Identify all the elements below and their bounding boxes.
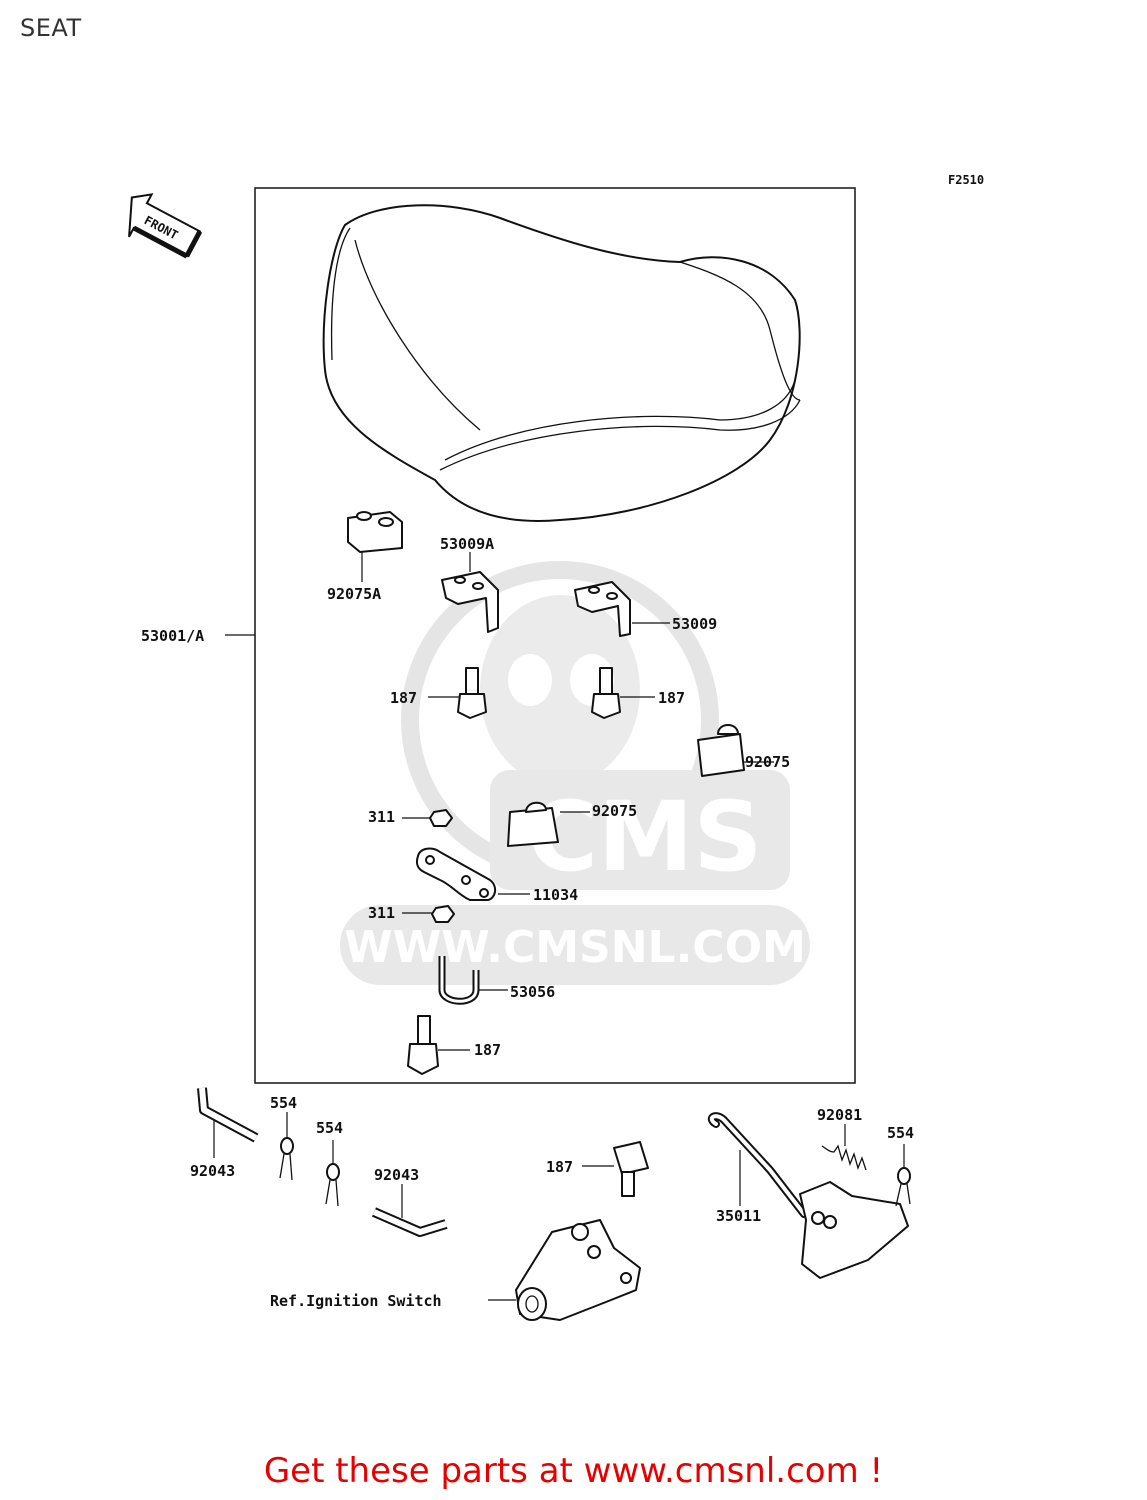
stopper-92075a xyxy=(347,511,403,582)
bracket-53009 xyxy=(574,581,670,637)
callout-92043-left: 92043 xyxy=(190,1162,235,1180)
lever-35011 xyxy=(707,1112,909,1279)
callout-187-bottom: 187 xyxy=(474,1041,501,1059)
seat-part xyxy=(322,204,801,522)
bolt-187-bottom xyxy=(407,1015,470,1075)
callout-11034: 11034 xyxy=(533,886,578,904)
figure-code: F2510 xyxy=(948,173,984,187)
callout-53056: 53056 xyxy=(510,983,555,1001)
footer-cta[interactable]: Get these parts at www.cmsnl.com ! xyxy=(263,1451,884,1491)
callout-554-2: 554 xyxy=(316,1119,343,1137)
watermark-brand: CMS xyxy=(527,781,762,893)
damper-92075-center xyxy=(507,801,590,847)
callout-311-bottom: 311 xyxy=(368,904,395,922)
bracket-53009a xyxy=(441,552,499,633)
callout-92075a: 92075A xyxy=(327,585,381,603)
ignition-switch xyxy=(488,1219,641,1321)
hook-53056 xyxy=(438,956,508,1005)
callout-35011: 35011 xyxy=(716,1207,761,1225)
watermark-url: WWW.CMSNL.COM xyxy=(344,922,806,973)
callout-92081: 92081 xyxy=(817,1106,862,1124)
bolt-187-right xyxy=(591,667,655,719)
bolt-187-lock xyxy=(582,1141,649,1197)
callout-187-right: 187 xyxy=(658,689,685,707)
front-arrow-icon: FRONT xyxy=(128,193,203,259)
callout-311-top: 311 xyxy=(368,808,395,826)
callout-187-lock: 187 xyxy=(546,1158,573,1176)
cable-92043-left xyxy=(197,1087,259,1158)
bolt-187-left xyxy=(428,667,487,719)
cable-92043-center xyxy=(372,1184,448,1237)
callout-92043-center: 92043 xyxy=(374,1166,419,1184)
plate-11034 xyxy=(415,847,530,901)
callout-554-1: 554 xyxy=(270,1094,297,1112)
page-title: SEAT xyxy=(20,14,82,42)
callout-ignition-ref: Ref.Ignition Switch xyxy=(270,1292,442,1310)
pin-554-1 xyxy=(279,1112,294,1181)
nut-311-bottom xyxy=(402,905,455,923)
damper-92075-right xyxy=(697,724,774,777)
callout-92075-center: 92075 xyxy=(592,802,637,820)
callout-187-left: 187 xyxy=(390,689,417,707)
pin-554-2 xyxy=(325,1140,340,1207)
callout-53009a: 53009A xyxy=(440,535,494,553)
watermark: CMS WWW.CMSNL.COM xyxy=(340,561,810,985)
callout-554-3: 554 xyxy=(887,1124,914,1142)
spring-92081 xyxy=(821,1124,867,1171)
callout-53009: 53009 xyxy=(672,615,717,633)
pin-554-3 xyxy=(895,1144,911,1207)
nut-311-top xyxy=(402,809,453,827)
callout-92075-right: 92075 xyxy=(745,753,790,771)
callout-53001a: 53001/A xyxy=(141,627,204,645)
